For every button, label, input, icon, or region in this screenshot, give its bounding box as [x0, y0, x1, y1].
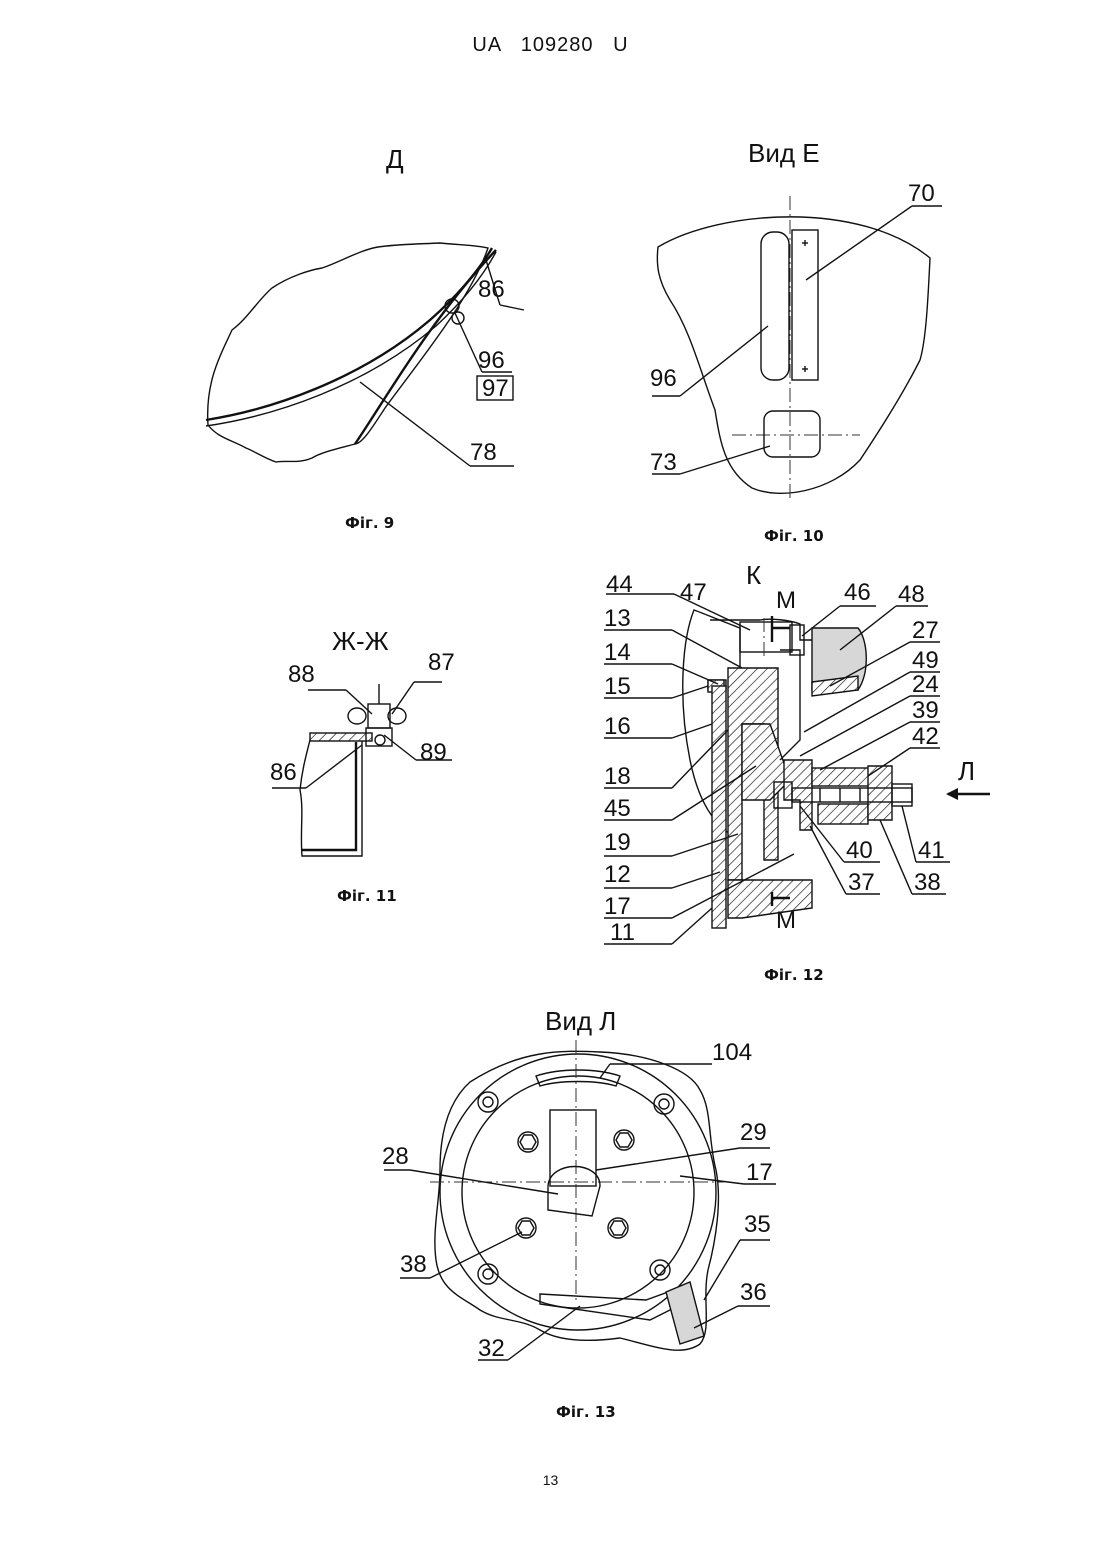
fig11-label-89: 89	[420, 739, 447, 766]
fig13-label-36: 36	[740, 1279, 767, 1306]
figure-9: Д 86 96 97 78	[206, 144, 524, 466]
fig10-label-70: 70	[908, 180, 935, 207]
fig13-title: Вид Л	[545, 1006, 616, 1036]
fig13-arm-29	[550, 1110, 596, 1186]
fig12-label-39: 39	[912, 697, 939, 724]
fig12-label-44: 44	[606, 571, 633, 598]
fig10-body	[657, 217, 930, 493]
fig13-handle-36	[666, 1282, 704, 1344]
fig11-nut	[368, 704, 390, 728]
fig12-label-12: 12	[604, 861, 631, 888]
fig12-label-27: 27	[912, 617, 939, 644]
fig9-label-86: 86	[478, 276, 505, 303]
fig12-base-17	[728, 880, 812, 918]
fig9-title: Д	[386, 144, 404, 174]
fig12-label-24: 24	[912, 671, 939, 698]
fig11-caption: Фiг. 11	[337, 887, 397, 905]
fig12-label-49: 49	[912, 647, 939, 674]
fig12-title: К	[746, 560, 761, 590]
fig9-caption: Фiг. 9	[345, 514, 394, 532]
fig12-label-11: 11	[610, 919, 635, 946]
page-number: 13	[0, 1472, 1101, 1488]
fig9-body	[208, 243, 488, 462]
fig13-label-104: 104	[712, 1039, 752, 1066]
fig9-label-78: 78	[470, 439, 497, 466]
fig12-label-M-top: М	[776, 587, 796, 614]
fig12-label-13: 13	[604, 605, 631, 632]
fig9-rim	[206, 248, 492, 420]
fig11-wing-left	[348, 708, 366, 724]
fig9-label-97: 97	[482, 375, 509, 402]
fig13-label-35: 35	[744, 1211, 771, 1238]
fig12-label-18: 18	[604, 763, 631, 790]
fig10-title: Вид Е	[748, 138, 820, 168]
fig10-slot-96	[761, 232, 789, 380]
fig12-label-19: 19	[604, 829, 631, 856]
fig12-label-47: 47	[680, 579, 707, 606]
fig12-label-46: 46	[844, 579, 871, 606]
fig10-label-96: 96	[650, 365, 677, 392]
figure-12: К	[604, 560, 990, 946]
fig12-label-41: 41	[918, 837, 945, 864]
fig12-caption: Фiг. 12	[764, 966, 824, 984]
fig12-label-M-bottom: М	[776, 907, 796, 934]
fig12-boss-47	[740, 622, 792, 652]
fig12-wedge-45	[742, 724, 790, 800]
fig12-label-45: 45	[604, 795, 631, 822]
fig11-label-87: 87	[428, 649, 455, 676]
fig10-plate-70	[792, 230, 818, 380]
fig13-hub-28	[548, 1167, 600, 1217]
fig12-bushing-39	[812, 768, 870, 786]
fig11-label-88: 88	[288, 661, 315, 688]
fig11-label-86: 86	[270, 759, 297, 786]
fig11-title: Ж-Ж	[332, 626, 389, 656]
fig10-label-73: 73	[650, 449, 677, 476]
fig13-nut-group	[516, 1130, 634, 1238]
fig12-label-40: 40	[846, 837, 873, 864]
fig13-slot-104	[536, 1070, 620, 1086]
fig11-strip	[310, 733, 372, 741]
fig13-caption: Фiг. 13	[556, 1403, 616, 1421]
fig11-body	[300, 740, 362, 856]
fig12-label-37: 37	[848, 869, 875, 896]
figure-10: Вид Е 70 96 73	[650, 138, 942, 500]
fig12-label-38: 38	[914, 869, 941, 896]
fig13-disc-17	[462, 1076, 694, 1308]
fig12-plate-11	[712, 686, 726, 928]
fig13-label-38: 38	[400, 1251, 427, 1278]
fig10-window-73	[764, 411, 820, 457]
fig13-label-17: 17	[746, 1159, 773, 1186]
fig12-label-L: Л	[958, 756, 975, 786]
fig10-caption: Фiг. 10	[764, 527, 824, 545]
fig11-wing-right	[388, 708, 406, 724]
fig12-label-42: 42	[912, 723, 939, 750]
fig13-label-29: 29	[740, 1119, 767, 1146]
fig12-label-16: 16	[604, 713, 631, 740]
fig12-label-14: 14	[604, 639, 631, 666]
fig9-label-96: 96	[478, 347, 505, 374]
fig13-label-28: 28	[382, 1143, 409, 1170]
figure-13: Вид Л 104 29 28	[382, 1006, 776, 1362]
figure-11: Ж-Ж 88 87 86 89	[270, 626, 455, 856]
fig12-label-17: 17	[604, 893, 631, 920]
fig12-label-15: 15	[604, 673, 631, 700]
fig13-label-32: 32	[478, 1335, 505, 1362]
fig12-label-48: 48	[898, 581, 925, 608]
